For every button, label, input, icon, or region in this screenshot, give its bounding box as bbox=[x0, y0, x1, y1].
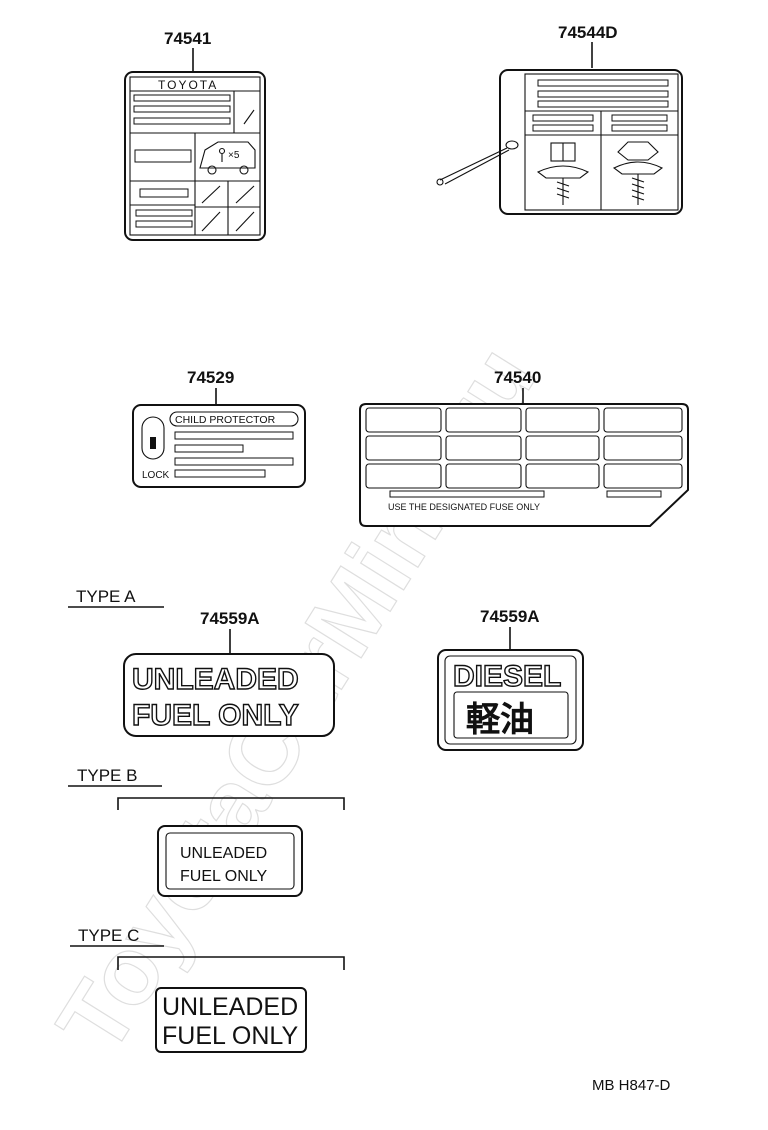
type-a-heading: TYPE A bbox=[76, 587, 136, 606]
jack-icon bbox=[536, 142, 590, 205]
part-number-74529: 74529 bbox=[187, 368, 234, 387]
attachment-wire bbox=[436, 140, 519, 186]
diesel-line1: DIESEL bbox=[453, 660, 561, 693]
diesel-line2-kanji: 軽油 bbox=[466, 701, 534, 739]
unleaded-line2-c: FUEL ONLY bbox=[162, 1022, 298, 1050]
jack-point-icon bbox=[612, 141, 664, 205]
unleaded-line2-a: FUEL ONLY bbox=[132, 699, 299, 732]
label-74544d: 74544D bbox=[436, 23, 683, 215]
part-number-74559a-diesel: 74559A bbox=[480, 607, 540, 626]
label-74529: 74529 CHILD PROTECTOR LOCK bbox=[132, 368, 306, 488]
lock-text: LOCK bbox=[142, 470, 170, 481]
part-number-74540: 74540 bbox=[494, 368, 541, 387]
unleaded-line1-b: UNLEADED bbox=[180, 845, 267, 862]
part-number-74541: 74541 bbox=[164, 29, 211, 48]
child-protector-title: CHILD PROTECTOR bbox=[175, 414, 276, 426]
occupants-count: ×5 bbox=[228, 150, 240, 161]
drawing-code: MB H847-D bbox=[592, 1077, 671, 1094]
unleaded-line2-b: FUEL ONLY bbox=[180, 868, 267, 885]
type-b-section: TYPE B UNLEADED FUEL ONLY bbox=[68, 766, 345, 897]
fuse-note: USE THE DESIGNATED FUSE ONLY bbox=[388, 502, 540, 512]
part-number-74559a-unleaded: 74559A bbox=[200, 609, 260, 628]
vehicle-occupancy-icon: ×5 bbox=[199, 141, 256, 175]
type-c-heading: TYPE C bbox=[78, 926, 139, 945]
fuse-grid bbox=[365, 407, 683, 489]
unleaded-line1-a: UNLEADED bbox=[132, 663, 299, 696]
type-c-section: TYPE C UNLEADED FUEL ONLY bbox=[70, 926, 345, 1053]
unleaded-line1-c: UNLEADED bbox=[162, 993, 298, 1021]
part-number-74544d: 74544D bbox=[558, 23, 618, 42]
type-a-section: TYPE A 74559A UNLEADED FUEL ONLY 74559A … bbox=[68, 587, 584, 751]
type-b-heading: TYPE B bbox=[77, 766, 137, 785]
label-74540: 74540 USE THE DESIGNATED FUSE ONLY bbox=[359, 368, 689, 527]
brand-text: TOYOTA bbox=[158, 78, 218, 92]
label-74541: 74541 TOYOTA ×5 bbox=[124, 29, 266, 241]
